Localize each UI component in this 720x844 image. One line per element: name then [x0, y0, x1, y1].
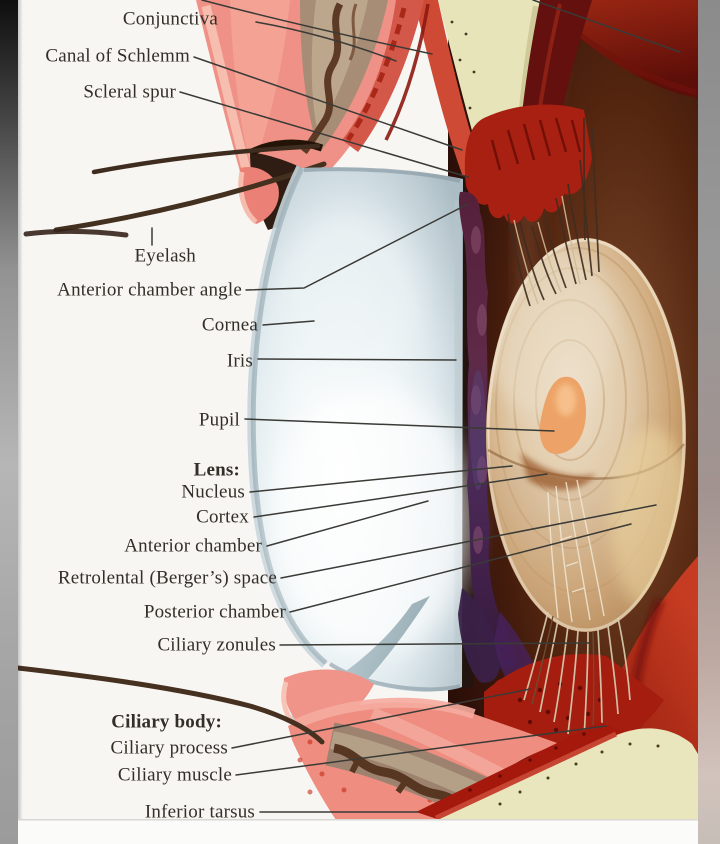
- leader-anterior-chamber: [266, 500, 429, 547]
- lens: [486, 238, 686, 632]
- label-ciliary-body-heading: Ciliary body:: [111, 711, 222, 733]
- label-iris: Iris: [226, 350, 253, 372]
- leader-lines: [151, 0, 681, 813]
- leader-anterior-chamber-angle: [245, 203, 469, 291]
- leader-posterior-chamber: [289, 523, 632, 613]
- label-posterior-chamber: Posterior chamber: [143, 601, 286, 623]
- anterior-chamber-glow: [272, 385, 472, 655]
- leader-cortex: [253, 473, 548, 518]
- lens-sutures: [547, 479, 605, 623]
- cornea-dome: [247, 165, 472, 692]
- ciliary-body-top: [464, 104, 592, 224]
- leader-ciliary-process: [231, 688, 531, 749]
- label-canal-of-schlemm: Canal of Schlemm: [45, 45, 190, 67]
- leader-scleral-spur: [179, 91, 469, 178]
- leader-nucleus: [249, 465, 513, 493]
- label-cortex: Cortex: [196, 506, 249, 528]
- label-conjunctiva: Conjunctiva: [122, 8, 218, 30]
- right-border-strip: [698, 0, 720, 844]
- label-eyelash: Eyelash: [134, 245, 196, 267]
- page-edge-shadow: [18, 0, 23, 820]
- leader-cutoff-left: [201, 0, 433, 55]
- superior-eyelid: [196, 0, 430, 230]
- label-anterior-chamber-angle: Anterior chamber angle: [57, 279, 242, 301]
- label-ciliary-process: Ciliary process: [110, 737, 228, 759]
- leader-iris: [257, 358, 457, 361]
- ciliary-zonule-fibers-top: [507, 117, 600, 307]
- leader-cutoff-right: [532, 0, 681, 53]
- leader-retrolental-space: [280, 504, 657, 579]
- label-scleral-spur: Scleral spur: [83, 81, 176, 103]
- label-lens-heading: Lens:: [193, 459, 240, 481]
- leader-ciliary-muscle: [235, 725, 607, 776]
- leader-canal-of-schlemm: [193, 56, 463, 151]
- label-retrolental-space: Retrolental (Berger’s) space: [57, 567, 277, 589]
- inferior-eyelash-hair: [18, 665, 325, 745]
- inferior-eyelid: [281, 596, 698, 820]
- label-ciliary-zonules: Ciliary zonules: [157, 634, 276, 656]
- page-bottom-line: [18, 819, 698, 821]
- ciliary-zonule-fibers-bottom: [523, 611, 631, 739]
- label-anterior-chamber: Anterior chamber: [124, 535, 262, 557]
- left-border-strip: [0, 0, 18, 844]
- leader-conjunctiva: [255, 21, 397, 62]
- leader-cornea: [262, 320, 315, 326]
- label-nucleus: Nucleus: [181, 481, 245, 503]
- leader-ciliary-zonules: [279, 642, 590, 646]
- bottom-strip: [18, 820, 698, 844]
- label-inferior-tarsus: Inferior tarsus: [144, 801, 255, 823]
- sclera-band-bottom: [436, 728, 698, 820]
- label-pupil: Pupil: [198, 409, 240, 431]
- leader-pupil: [244, 418, 555, 432]
- label-cornea: Cornea: [201, 314, 258, 336]
- label-ciliary-muscle: Ciliary muscle: [117, 764, 232, 786]
